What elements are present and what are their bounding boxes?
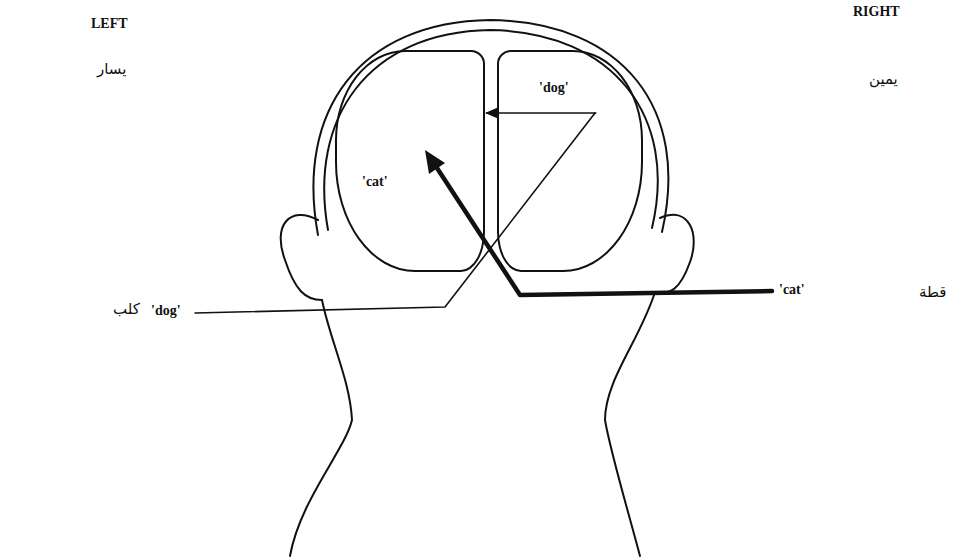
arabic-label: قطة — [918, 283, 948, 301]
right-ear — [655, 215, 694, 293]
transfer-arrow — [486, 112, 596, 114]
word-label: 'dog' — [539, 80, 569, 96]
left-hemisphere: 'cat' — [335, 50, 485, 272]
right-hemisphere: 'dog' — [497, 50, 643, 272]
english-label: 'dog' — [150, 303, 182, 319]
arrowhead — [425, 150, 445, 174]
left-ear — [281, 215, 322, 300]
arabic-label: كلب — [112, 300, 141, 318]
skull-inner-outline — [324, 30, 658, 230]
english-label: LEFT — [90, 16, 129, 32]
english-label: RIGHT — [852, 4, 901, 20]
arabic-label: يمين — [868, 70, 899, 88]
english-label: 'cat' — [778, 282, 806, 298]
visual-path-dog — [195, 113, 595, 313]
neck-left — [290, 300, 352, 556]
neck-right — [605, 292, 655, 556]
word-label: 'cat' — [362, 174, 388, 190]
visual-path-cat — [437, 168, 772, 295]
skull-outline — [313, 20, 668, 235]
arabic-label: يسار — [96, 60, 127, 78]
